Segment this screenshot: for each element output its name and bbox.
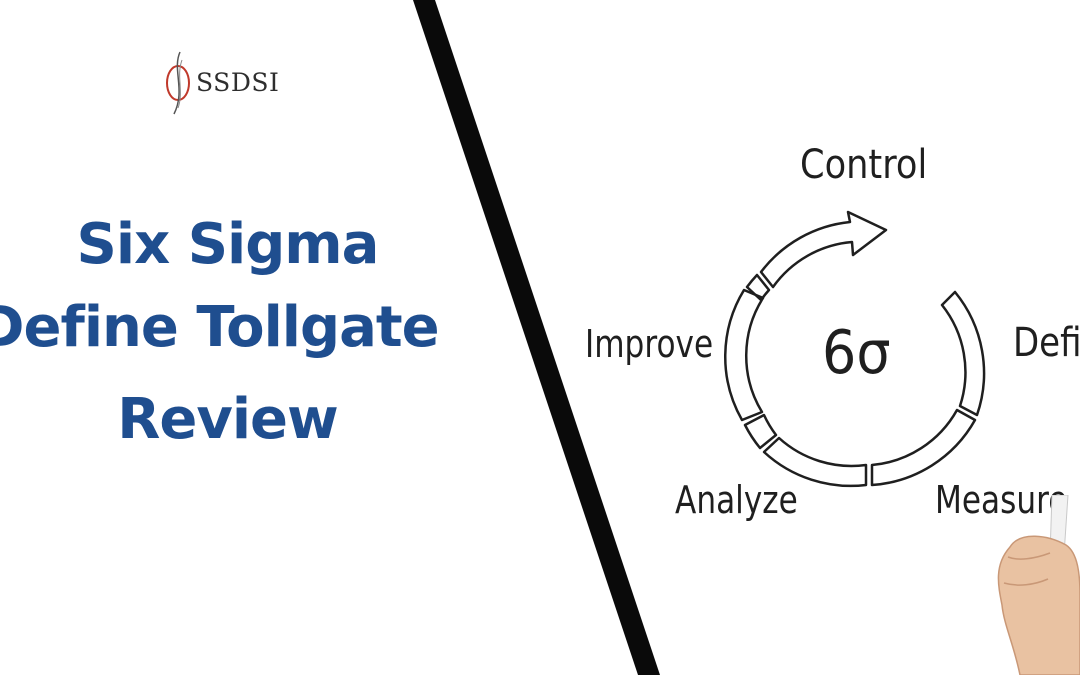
cycle-segment-measure [870,408,977,487]
six-sigma-symbol: 6σ [822,318,891,388]
logo: SSDSI [160,50,300,116]
cycle-arrow-control [759,210,888,289]
headline-line-1: Six Sigma [76,212,380,277]
label-analyze: Analyze [675,478,798,522]
cycle-segment-left [724,288,765,422]
cycle-segment-bottom [762,436,868,488]
headline-line-3: Review [117,387,339,452]
hand-with-marker-icon [997,495,1080,675]
cycle-segment-analyze [743,413,778,450]
label-define: Define [1013,320,1080,366]
label-control: Control [800,142,928,188]
headline-line-2: Define Tollgate [0,295,440,360]
label-measure: Measure [935,478,1068,522]
ssdsi-logo-icon [166,51,190,115]
cycle-segment-define [940,290,986,417]
logo-text: SSDSI [196,68,280,97]
label-improve: Improve [585,322,714,366]
